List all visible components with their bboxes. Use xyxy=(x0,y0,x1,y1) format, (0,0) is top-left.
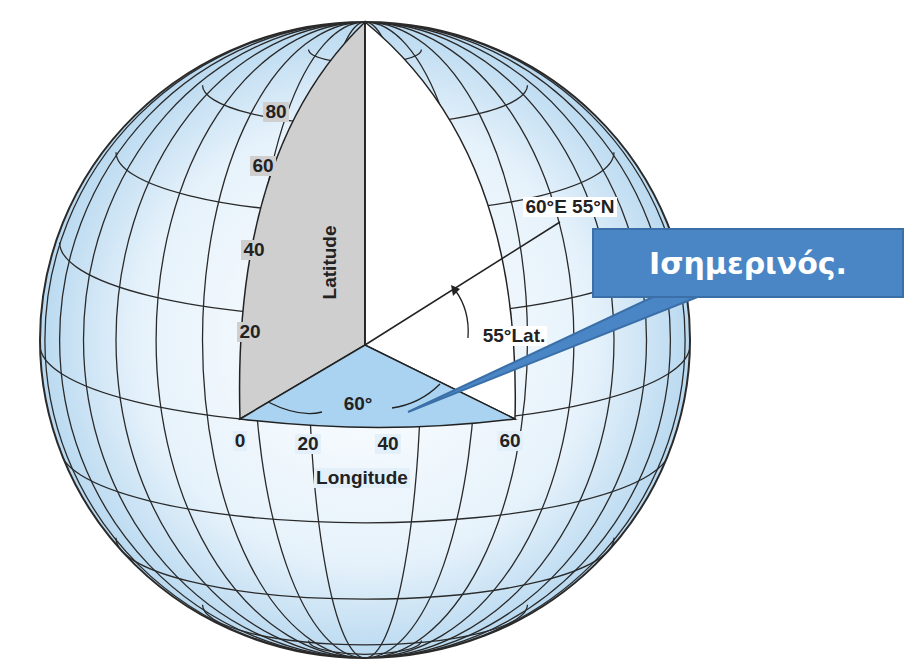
axis-title: Longitude xyxy=(314,468,410,489)
grid-line xyxy=(116,538,614,599)
grid-line xyxy=(365,22,685,658)
grid-line xyxy=(60,448,671,523)
grid-line xyxy=(156,22,365,658)
globe-outline xyxy=(40,22,690,658)
arrowhead xyxy=(451,285,460,296)
latitude-tick: 20 xyxy=(237,322,262,343)
grid-line xyxy=(365,22,670,658)
grid-line xyxy=(309,640,422,654)
grid-line xyxy=(116,22,365,658)
angle-arc xyxy=(268,402,322,414)
longitude-tick: 0 xyxy=(233,431,248,452)
longitude-tick: 40 xyxy=(375,434,400,455)
latitude-tick: 40 xyxy=(241,240,266,261)
angle-arc xyxy=(392,384,440,408)
angle-label: 55°Lat. xyxy=(481,326,548,347)
callout-text: Ισημερινός. xyxy=(649,246,847,281)
latitude-tick: 80 xyxy=(263,102,288,123)
angle-arc xyxy=(455,290,468,338)
grid-line xyxy=(45,22,365,658)
grid-line xyxy=(84,22,366,658)
latitude-tick: 60 xyxy=(250,156,275,177)
callout-box: Ισημερινός. xyxy=(592,228,904,298)
globe-body xyxy=(40,22,690,658)
grid-line xyxy=(60,22,365,658)
grid-line xyxy=(203,22,366,658)
callout-pointer xyxy=(408,296,700,412)
angle-label: 60° xyxy=(342,394,375,415)
grid-line xyxy=(365,22,647,658)
point-label: 60°E 55°N xyxy=(523,197,616,218)
longitude-tick: 20 xyxy=(295,434,320,455)
axis-line xyxy=(364,22,366,345)
axis-title: Latitude xyxy=(320,223,341,301)
longitude-tick: 60 xyxy=(497,431,522,452)
graticule xyxy=(40,22,690,658)
